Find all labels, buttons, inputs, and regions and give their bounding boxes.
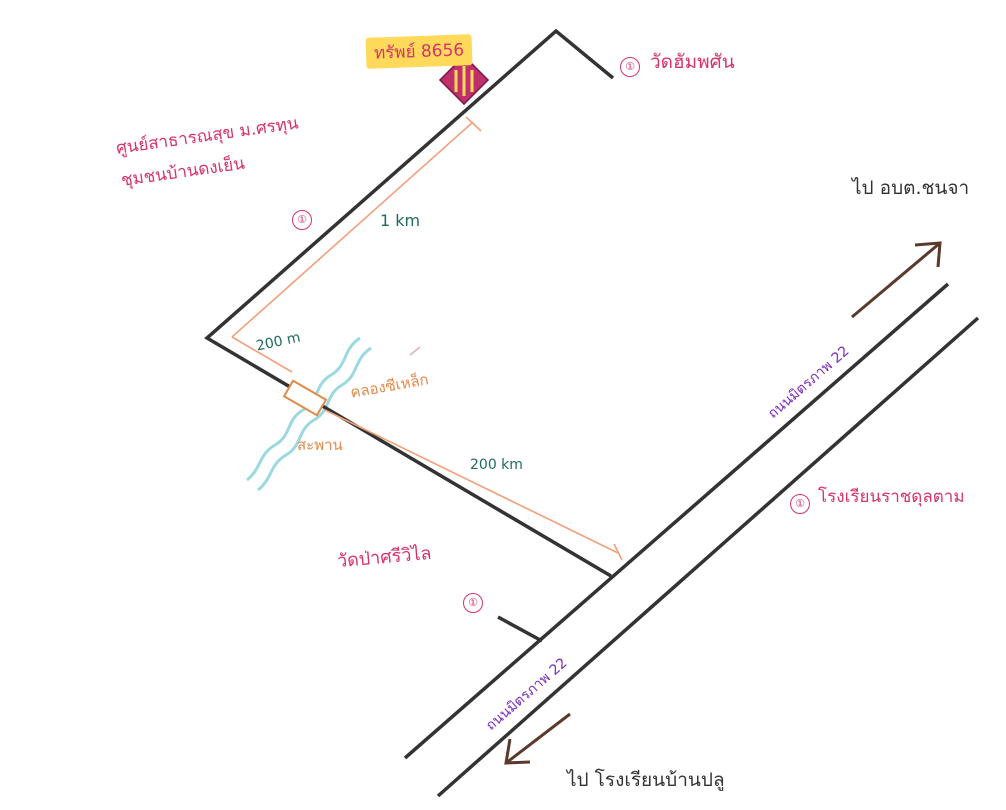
label-distance-lower: 200 km	[470, 457, 523, 473]
marker-temple-bottom: ①	[463, 593, 483, 613]
canal-wave-2	[257, 346, 372, 492]
label-distance-upper: 1 km	[380, 211, 421, 230]
main-road-edge-top	[403, 282, 950, 760]
label-direction-northeast: ไป อบต.ชนจา	[852, 177, 970, 199]
label-bridge: สะพาน	[297, 436, 343, 454]
arrow-northeast-icon	[851, 241, 942, 319]
canal-wave-1	[246, 336, 361, 482]
access-road	[204, 28, 615, 578]
label-direction-southwest: ไป โรงเรียนบ้านปลู	[567, 769, 725, 791]
distance-line-lower	[324, 409, 619, 554]
main-road-edge-bottom	[436, 316, 980, 798]
plot-label: ทรัพย์ 8656	[365, 34, 473, 69]
plot-marker-icon	[438, 54, 490, 106]
distance-line-short	[231, 336, 293, 373]
label-school-right: โรงเรียนราชดุลตาม	[818, 487, 965, 507]
distance-tick-upper	[465, 116, 482, 132]
arrow-southwest-icon	[504, 712, 571, 765]
marker-school-right: ①	[790, 494, 810, 514]
marker-temple-top: ①	[620, 57, 640, 77]
temple-spur	[497, 615, 543, 643]
stray-mark	[409, 346, 421, 356]
marker-health-center: ①	[292, 210, 312, 230]
label-temple-top: วัดฮัมพศัน	[650, 51, 735, 73]
distance-line-upper	[231, 121, 474, 338]
distance-tick-lower	[613, 543, 623, 561]
bridge-shape	[282, 379, 328, 417]
